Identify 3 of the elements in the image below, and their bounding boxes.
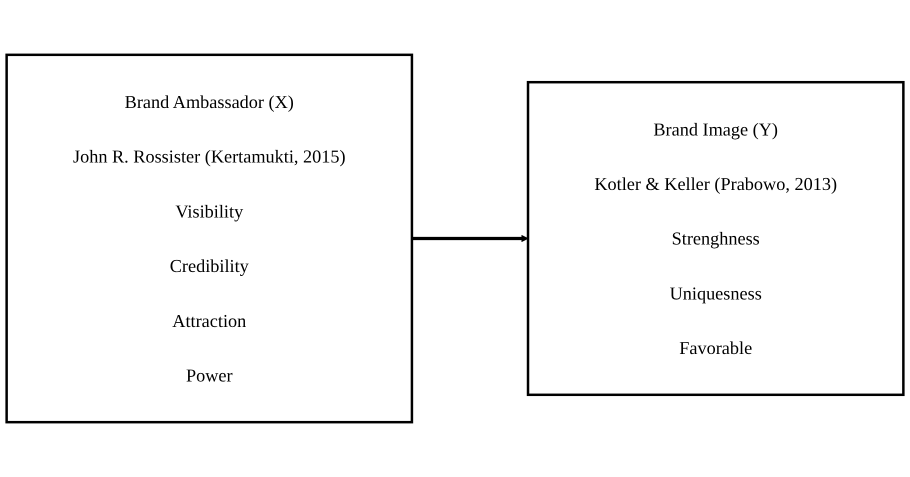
node-box: Brand Ambassador (X) John R. Rossister (Kertamukti, 2015) Visibility Credibility Attraction Power — [5, 54, 414, 424]
node-box: Brand Image (Y) Kotler & Keller (Prabowo, 2013) Strenghness Uniquesness Favorable — [526, 80, 905, 396]
arrow — [412, 234, 528, 242]
